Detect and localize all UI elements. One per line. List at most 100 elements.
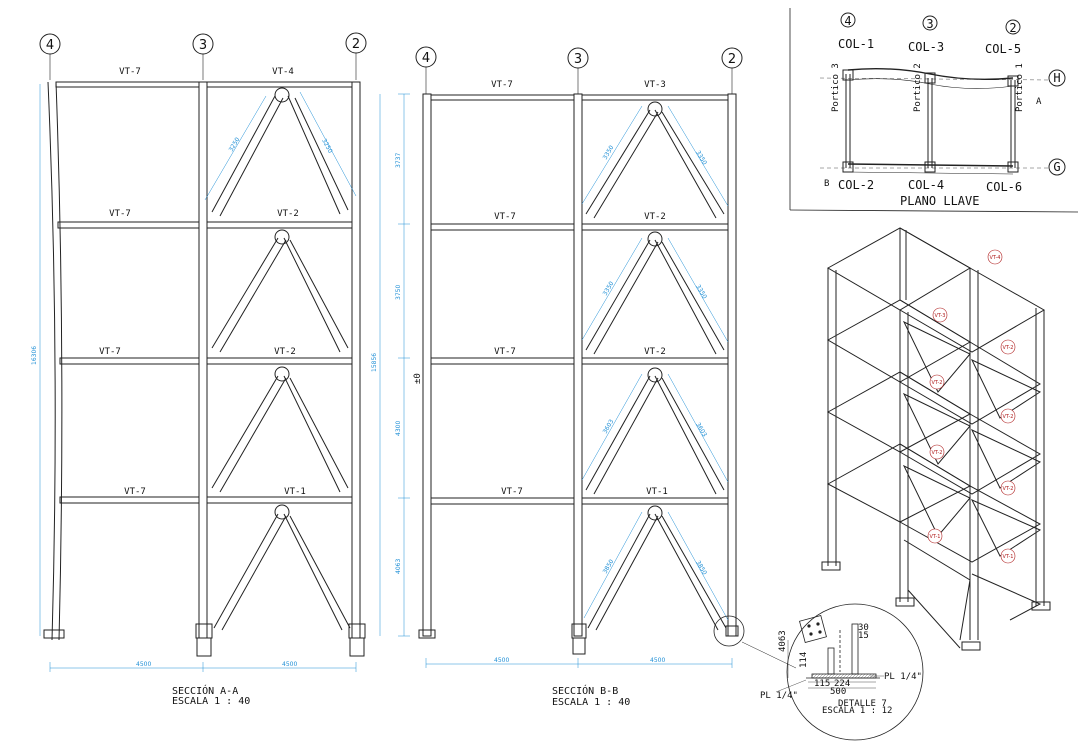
iso-tag: VT-2 xyxy=(1000,339,1016,355)
axis-label: 2 xyxy=(352,37,360,52)
plan-row-g: G xyxy=(1048,158,1066,176)
plan-column-label: COL-6 xyxy=(986,180,1022,194)
section-a-a: 4 3 2 3250 3250 xyxy=(31,32,367,707)
plan-column-label: COL-1 xyxy=(838,37,874,51)
plan-axis-4: 4 xyxy=(840,12,856,28)
axis-label: 3 xyxy=(574,52,582,67)
svg-text:VT-2: VT-2 xyxy=(1002,414,1013,420)
axis-bubble-bb-3: 3 xyxy=(567,47,589,69)
beam-label: VT-7 xyxy=(494,212,516,222)
iso-tags: VT-4 VT-3 VT-2 VT-2 VT-2 VT-2 VT-2 VT-1 … xyxy=(927,249,1016,564)
column-bb-axis-4 xyxy=(422,93,432,637)
bay-dim-aa: 4500 xyxy=(282,661,297,668)
svg-text:VT-1: VT-1 xyxy=(929,534,940,540)
section-bb-scale: ESCALA 1 : 40 xyxy=(552,697,630,708)
axis-label: 4 xyxy=(422,51,430,66)
storey-dim-bb: 4063 xyxy=(395,559,402,574)
brace-dim-bb: 3850 xyxy=(602,558,616,575)
iso-tag: VT-2 xyxy=(929,374,945,390)
beam-label: VT-4 xyxy=(272,67,294,77)
detail-dim: 4063 xyxy=(778,630,788,652)
axis-bubble-bb-2: 2 xyxy=(721,47,743,69)
detail-dim: 115 xyxy=(814,679,830,689)
detail-dim: 30 xyxy=(858,623,869,633)
beam-label: VT-7 xyxy=(119,67,141,77)
key-plan-title: PLANO LLAVE xyxy=(900,194,979,208)
brace-dim-aa: 3250 xyxy=(320,138,333,155)
svg-text:VT-2: VT-2 xyxy=(931,450,942,456)
brace-dims-aa xyxy=(204,91,357,201)
column-aa-axis-3 xyxy=(198,81,208,639)
bracing-aa xyxy=(211,87,351,631)
plan-row-label: G xyxy=(1053,160,1060,174)
plan-axis-label: 2 xyxy=(1009,21,1016,35)
brace-dim-bb: 3603 xyxy=(694,422,708,439)
beam-label: VT-3 xyxy=(644,80,666,90)
dimension-lines-aa xyxy=(39,84,357,672)
bay-dim-bb: 4500 xyxy=(650,657,665,664)
detail-scale: ESCALA 1 : 12 xyxy=(822,706,892,716)
plate-label: PL 1/4" xyxy=(760,691,798,701)
detail-dim: 500 xyxy=(830,687,846,697)
svg-text:VT-2: VT-2 xyxy=(931,380,942,386)
column-aa-axis-2 xyxy=(351,81,361,639)
section-b-b: 4 3 2 3350 3350 3350 3 xyxy=(371,46,797,708)
plan-column-label: COL-3 xyxy=(908,40,944,54)
plan-axis-label: 3 xyxy=(926,17,933,31)
bay-dim-aa: 4500 xyxy=(136,661,151,668)
iso-tag: VT-4 xyxy=(987,249,1003,265)
isometric-view xyxy=(821,227,1051,651)
svg-text:VT-2: VT-2 xyxy=(1002,486,1013,492)
storey-dim-bb: 3750 xyxy=(395,285,402,300)
bay-dim-bb: 4500 xyxy=(494,657,509,664)
beam-label: VT-7 xyxy=(501,487,523,497)
brace-dim-aa: 3250 xyxy=(228,136,242,153)
plan-row-label: H xyxy=(1053,71,1060,85)
frame-label: Portico 1 xyxy=(1015,63,1025,112)
brace-dims-bb xyxy=(581,105,729,621)
frame-label: Portico 3 xyxy=(831,63,841,112)
svg-text:VT-3: VT-3 xyxy=(934,313,945,319)
detail-title: DETALLE 7 xyxy=(838,699,887,709)
storey-dim-bb: 3737 xyxy=(395,153,402,168)
plate-label: PL 1/4" xyxy=(884,672,922,682)
section-mark: B xyxy=(824,179,829,189)
brace-dim-bb: 3350 xyxy=(694,150,708,167)
total-height-dim-bb: 15856 xyxy=(371,353,378,372)
beam-label: VT-1 xyxy=(284,487,306,497)
total-height-dim-aa: 16306 xyxy=(31,346,38,365)
column-aa-axis-4 xyxy=(47,81,63,641)
section-aa-scale: ESCALA 1 : 40 xyxy=(172,696,250,707)
beam-label: VT-7 xyxy=(124,487,146,497)
plan-column-label: COL-4 xyxy=(908,178,944,192)
brace-dim-bb: 3603 xyxy=(602,418,616,435)
dimension-lines-bb xyxy=(379,93,733,668)
section-bb-title: SECCIÓN B-B xyxy=(552,684,618,697)
plan-axis-label: 4 xyxy=(844,14,851,28)
iso-tag: VT-2 xyxy=(1000,408,1016,424)
iso-tag: VT-1 xyxy=(927,528,943,544)
beam-label: VT-2 xyxy=(274,347,296,357)
detail-dim: 114 xyxy=(799,652,809,668)
beam-label: VT-7 xyxy=(109,209,131,219)
plan-axis-2: 2 xyxy=(1005,19,1021,35)
axis-bubble-bb-4: 4 xyxy=(415,46,437,68)
iso-tag: VT-3 xyxy=(932,307,948,323)
beam-label: VT-2 xyxy=(644,212,666,222)
axis-label: 3 xyxy=(199,38,207,53)
beam-label: VT-1 xyxy=(646,487,668,497)
axis-label: 4 xyxy=(46,38,54,53)
iso-tag: VT-2 xyxy=(1000,480,1016,496)
bracing-bb xyxy=(585,101,727,631)
svg-text:VT-4: VT-4 xyxy=(989,255,1000,261)
beam-label: VT-2 xyxy=(644,347,666,357)
bases-aa xyxy=(43,623,366,657)
beam-label: VT-7 xyxy=(491,80,513,90)
level-mark-bb: ±0 xyxy=(413,373,423,384)
frame-label: Portico 2 xyxy=(913,63,923,112)
svg-text:VT-1: VT-1 xyxy=(1002,554,1013,560)
axis-bubble-aa-3: 3 xyxy=(192,33,214,55)
plan-row-h: H xyxy=(1048,69,1066,87)
